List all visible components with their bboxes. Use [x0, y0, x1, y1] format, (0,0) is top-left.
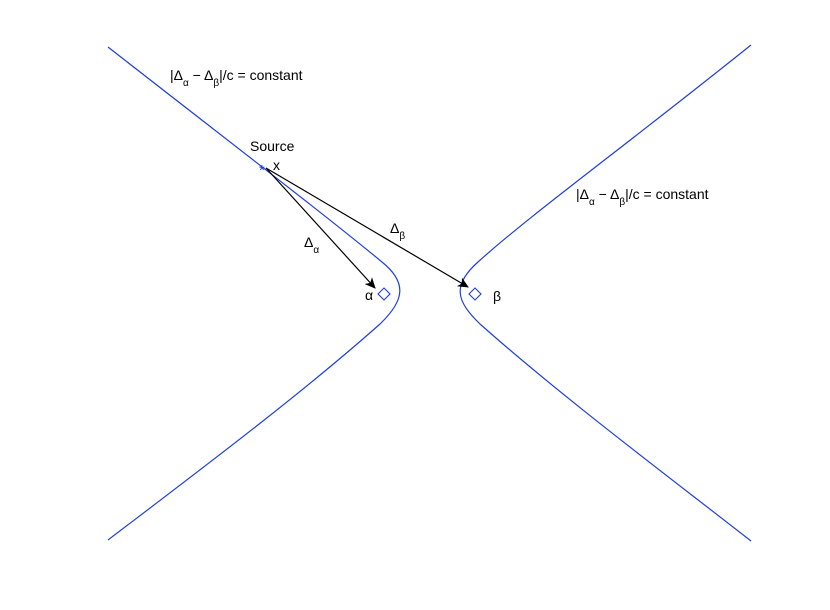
- hyperbola-right-branch: [459, 44, 752, 542]
- constant-right-sub2: β: [619, 197, 625, 208]
- delta-beta-label: Δβ: [390, 220, 405, 242]
- receiver-beta-diamond-icon: [468, 287, 482, 301]
- delta-alpha-sub: α: [313, 245, 319, 256]
- constant-right-suffix: |/c = constant: [625, 186, 709, 202]
- receiver-alpha-diamond-icon: [377, 287, 391, 301]
- constant-right-prefix: |Δ: [576, 186, 589, 202]
- constant-left-suffix: |/c = constant: [219, 67, 303, 83]
- receiver-beta-label: β: [493, 288, 501, 304]
- source-star-marker: *: [259, 162, 265, 179]
- constant-label-left: |Δα − Δβ|/c = constant: [170, 67, 303, 89]
- arrow-delta-alpha: [265, 167, 376, 289]
- constant-right-mid: − Δ: [595, 186, 620, 202]
- hyperbola-left-branch: [107, 46, 401, 541]
- constant-label-right: |Δα − Δβ|/c = constant: [576, 186, 709, 208]
- constant-right-sub1: α: [589, 197, 595, 208]
- constant-left-mid: − Δ: [189, 67, 214, 83]
- delta-alpha-label: Δα: [304, 234, 319, 256]
- delta-beta-sub: β: [399, 231, 405, 242]
- receiver-alpha-label: α: [365, 287, 373, 303]
- constant-left-sub1: α: [183, 78, 189, 89]
- constant-left-prefix: |Δ: [170, 67, 183, 83]
- delta-beta-base: Δ: [390, 220, 399, 236]
- arrow-delta-beta: [265, 167, 469, 288]
- constant-left-sub2: β: [213, 78, 219, 89]
- source-label: Source: [250, 138, 295, 154]
- source-x-marker: x: [273, 157, 280, 173]
- delta-alpha-base: Δ: [304, 234, 313, 250]
